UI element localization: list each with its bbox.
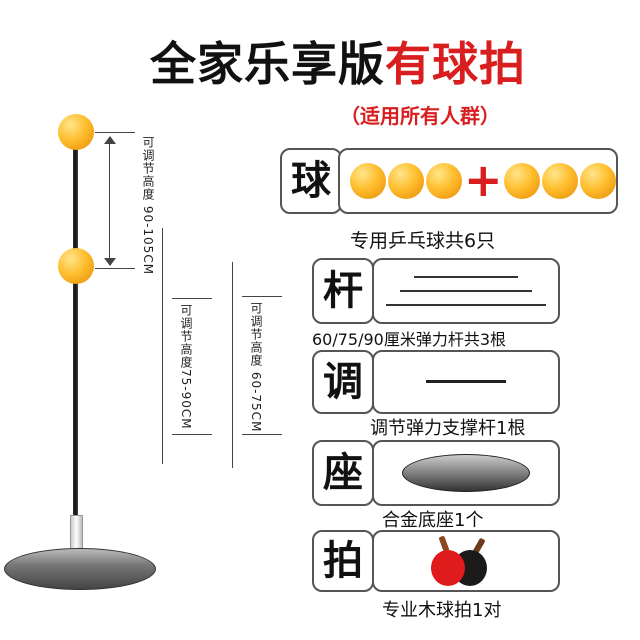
ball-icon <box>542 163 578 199</box>
support-rod-caption: 调节弹力支撑杆1根 <box>370 418 526 439</box>
bracket-line <box>162 228 163 464</box>
ball-icon <box>350 163 386 199</box>
ball-icon <box>504 163 540 199</box>
base-caption: 合金底座1个 <box>382 510 484 531</box>
pole-caption: 60/75/90厘米弹力杆共3根 <box>312 330 507 349</box>
elastic-pole <box>73 120 78 550</box>
height-label-2: 可调节高度75-90CM <box>179 304 193 430</box>
bracket-bottom <box>95 268 135 269</box>
key-adjust: 调 <box>312 350 374 414</box>
bracket-top <box>172 298 212 299</box>
key-paddle: 拍 <box>312 530 374 592</box>
height-label-1: 可调节高度 90-105CM <box>141 136 155 276</box>
paddle-row-box <box>372 530 560 592</box>
key-base: 座 <box>312 440 374 506</box>
title-highlight: 有球拍 <box>385 37 526 91</box>
ball-lower <box>58 248 94 284</box>
bracket-top <box>95 132 135 133</box>
ball-icon <box>388 163 424 199</box>
product-illustration <box>0 100 170 600</box>
base-row-box <box>372 440 560 506</box>
title-main: 全家乐享版 <box>150 37 385 91</box>
page-title: 全家乐享版有球拍 <box>150 28 630 91</box>
ball-icon <box>580 163 616 199</box>
ball-upper <box>58 114 94 150</box>
base-icon <box>402 454 530 492</box>
height-arrow <box>109 138 110 264</box>
pole-line-short <box>414 276 518 278</box>
height-indicator-2 <box>162 228 222 468</box>
support-rod-row-box <box>372 350 560 414</box>
height-indicator-1 <box>95 126 155 286</box>
key-pole: 杆 <box>312 258 374 324</box>
subtitle: （适用所有人群） <box>340 104 500 128</box>
support-rod <box>426 380 506 383</box>
paddle-icon <box>431 536 487 586</box>
ball-row-box: + <box>338 148 618 214</box>
alloy-base <box>4 548 156 590</box>
height-indicator-3 <box>232 262 292 472</box>
pole-row-box <box>372 258 560 324</box>
bracket-top <box>242 296 282 297</box>
bracket-bottom <box>172 434 212 435</box>
bracket-line <box>232 262 233 468</box>
bracket-bottom <box>242 434 282 435</box>
key-ball: 球 <box>280 148 342 214</box>
paddle-caption: 专业木球拍1对 <box>382 600 502 621</box>
arrow-up-icon <box>104 136 116 144</box>
plus-icon: + <box>464 153 503 207</box>
arrow-down-icon <box>104 258 116 266</box>
paddle-red <box>431 536 465 586</box>
ball-caption: 专用乒乓球共6只 <box>350 230 496 252</box>
pole-line-long <box>386 304 546 306</box>
ball-icon <box>426 163 462 199</box>
pole-line-medium <box>400 290 532 292</box>
height-label-3: 可调节高度 60-75CM <box>249 302 263 433</box>
